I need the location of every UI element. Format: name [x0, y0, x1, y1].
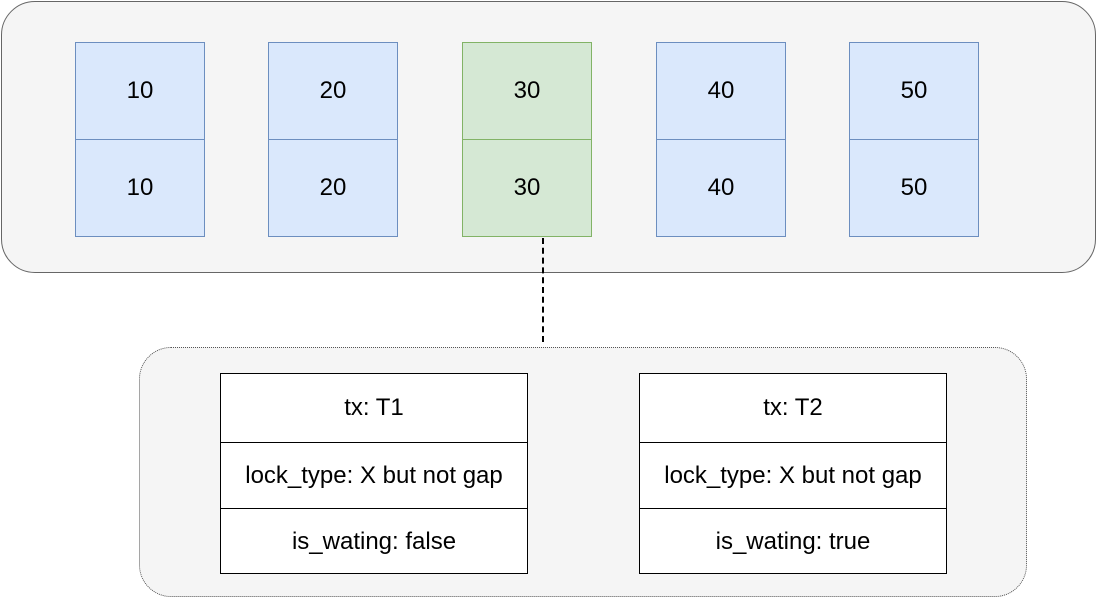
lock-struct-t1: tx: T1 lock_type: X but not gap is_watin…	[220, 373, 528, 574]
lock-type-field: lock_type: X but not gap	[221, 442, 527, 509]
record-column-40: 40 40	[656, 42, 786, 237]
record-key-cell: 50	[849, 42, 979, 140]
record-key-cell: 40	[656, 42, 786, 140]
record-column-10: 10 10	[75, 42, 205, 237]
record-column-20: 20 20	[268, 42, 398, 237]
index-records-panel: 10 10 20 20 30 30 40 40 50 50	[1, 1, 1096, 273]
record-value-cell: 10	[75, 139, 205, 237]
record-value-cell: 20	[268, 139, 398, 237]
lock-type-field: lock_type: X but not gap	[640, 442, 946, 509]
record-value-cell: 40	[656, 139, 786, 237]
record-key-cell: 20	[268, 42, 398, 140]
lock-struct-t2: tx: T2 lock_type: X but not gap is_watin…	[639, 373, 947, 574]
lock-structures-panel: tx: T1 lock_type: X but not gap is_watin…	[139, 347, 1027, 597]
lock-waiting-field: is_wating: true	[640, 508, 946, 575]
dashed-connector-line	[542, 238, 544, 342]
record-column-30-locked: 30 30	[462, 42, 592, 237]
record-value-cell: 30	[462, 139, 592, 237]
lock-tx-field: tx: T2	[763, 394, 823, 421]
record-key-cell: 10	[75, 42, 205, 140]
lock-waiting-field: is_wating: false	[221, 508, 527, 575]
record-value-cell: 50	[849, 139, 979, 237]
lock-tx-field: tx: T1	[344, 394, 404, 421]
record-column-50: 50 50	[849, 42, 979, 237]
record-key-cell: 30	[462, 42, 592, 140]
